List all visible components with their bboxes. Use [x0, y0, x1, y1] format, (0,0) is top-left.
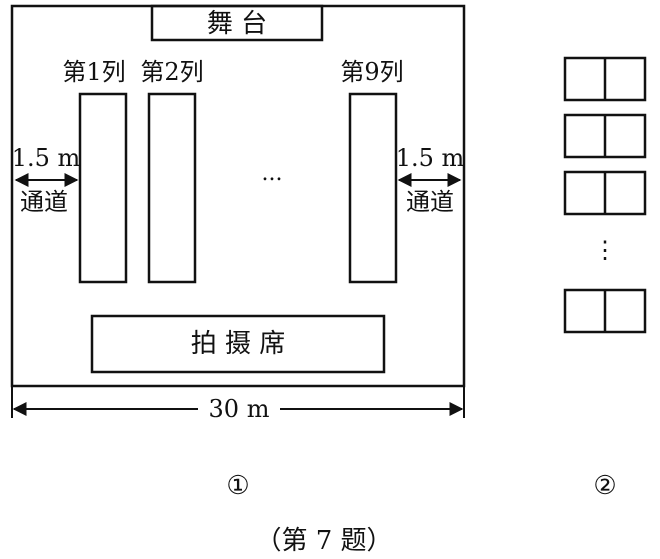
right-aisle-label: 通道: [406, 188, 454, 216]
seat-column-2: [147, 92, 197, 284]
figure-label-2: ②: [593, 471, 616, 501]
right-aisle-width: 1.5 m: [396, 144, 465, 172]
figure-label-1: ①: [226, 471, 249, 501]
seat-column-9: [348, 92, 398, 284]
stage-label: 舞 台: [207, 9, 267, 39]
hall-diagram: 舞 台 第1列 第2列 第9列 ... 1.5 m 通道 1.5 m 通道 拍 …: [10, 4, 466, 423]
caption: （第 7 题）: [255, 526, 392, 556]
photo-area-box: [90, 314, 386, 374]
seat-units-diagram: ⋮: [563, 56, 647, 334]
column-label-2: 第2列: [140, 58, 203, 86]
stage-box: [150, 4, 324, 42]
left-aisle-label: 通道: [20, 188, 68, 216]
total-width-label: 30 m: [209, 395, 270, 423]
seat-column-1: [78, 92, 128, 284]
seat-units-ellipsis: ⋮: [593, 236, 617, 264]
columns-ellipsis: ...: [262, 161, 283, 186]
left-aisle-width: 1.5 m: [12, 144, 81, 172]
column-label-1: 第1列: [62, 58, 125, 86]
column-label-9: 第9列: [340, 58, 403, 86]
photo-area-label: 拍 摄 席: [191, 329, 286, 359]
